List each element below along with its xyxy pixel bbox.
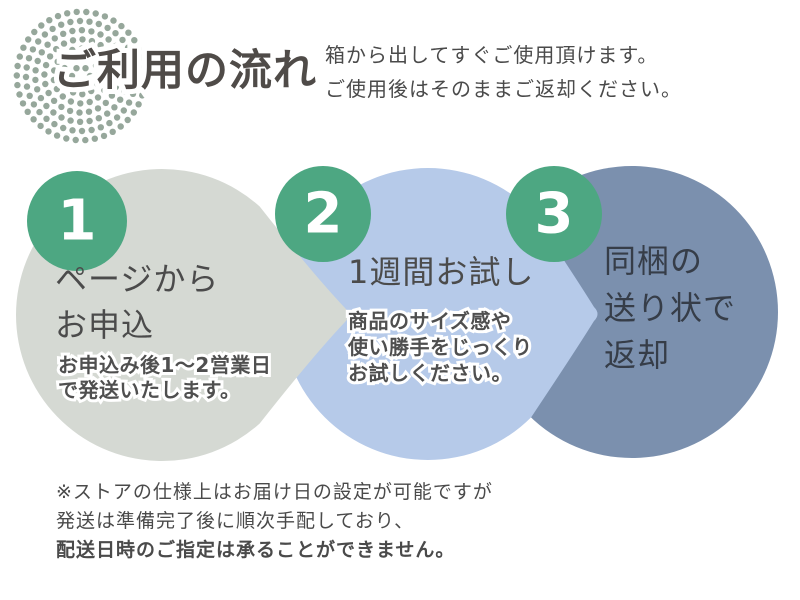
step1-number: 1 xyxy=(58,189,97,254)
step2-number-badge xyxy=(275,166,371,262)
page-title-outline: ご利用の流れ xyxy=(48,41,321,101)
step1-heading-line: お申込 xyxy=(55,306,155,344)
step2-note-line: お試しください。 xyxy=(348,361,512,385)
step1-heading-line: ページから xyxy=(55,260,220,298)
step3-heading-line: 返却 xyxy=(604,336,671,374)
step2-note-outline: 商品のサイズ感や xyxy=(345,306,514,336)
intro-line: 箱から出してすぐご使用頂けます。 xyxy=(325,43,659,67)
step2-number: 2 xyxy=(304,182,343,247)
step3-number-badge xyxy=(506,166,602,262)
step1-note: お申込み後1〜2営業日 お申込み後1〜2営業日 で発送いたします。 で発送いたし… xyxy=(55,350,274,405)
dotted-circle-decoration xyxy=(13,8,149,144)
footer-line: 発送は準備完了後に順次手配しており、 xyxy=(56,510,415,532)
page-title: ご利用の流れ ご利用の流れ xyxy=(48,41,321,101)
step2-note-line: 使い勝手をじっくり xyxy=(348,335,533,359)
footer-bold-line: 配送日時のご指定は承ることができません。 xyxy=(56,539,456,561)
footer-line: ※ストアの仕様上はお届け日の設定が可能ですが xyxy=(56,481,493,503)
step1-note-line: で発送いたします。 xyxy=(58,378,241,402)
step2-note-outline: お試しください。 xyxy=(345,358,515,388)
step1-heading: ページから お申込 xyxy=(55,256,219,348)
step3-number: 3 xyxy=(535,182,574,247)
step1-number-badge xyxy=(27,171,127,271)
step1-note-line: お申込み後1〜2営業日 xyxy=(58,353,272,377)
step2-note-line: 商品のサイズ感や xyxy=(348,309,512,333)
step2-heading: 1週間お試し xyxy=(348,252,534,292)
step2-heading-line: 1週間お試し xyxy=(348,253,535,291)
step3-heading: 同梱の 送り状で 返却 xyxy=(604,238,736,379)
intro-line: ご使用後はそのままご返却ください。 xyxy=(325,77,682,101)
intro-text: 箱から出してすぐご使用頂けます。 ご使用後はそのままご返却ください。 xyxy=(325,38,682,106)
step2-note-outline: 使い勝手をじっくり xyxy=(345,332,535,362)
step3-heading-line: 送り状で xyxy=(604,289,737,327)
page-title-text: ご利用の流れ xyxy=(53,46,317,96)
step1-note-outline: お申込み後1〜2営業日 xyxy=(55,350,274,380)
footer-disclaimer: ※ストアの仕様上はお届け日の設定が可能ですが 発送は準備完了後に順次手配しており… xyxy=(56,478,493,565)
step2-note: 商品のサイズ感や 商品のサイズ感や 使い勝手をじっくり 使い勝手をじっくり お試… xyxy=(345,306,535,388)
step3-heading-line: 同梱の xyxy=(604,242,704,280)
step1-note-outline: で発送いたします。 xyxy=(55,375,243,405)
